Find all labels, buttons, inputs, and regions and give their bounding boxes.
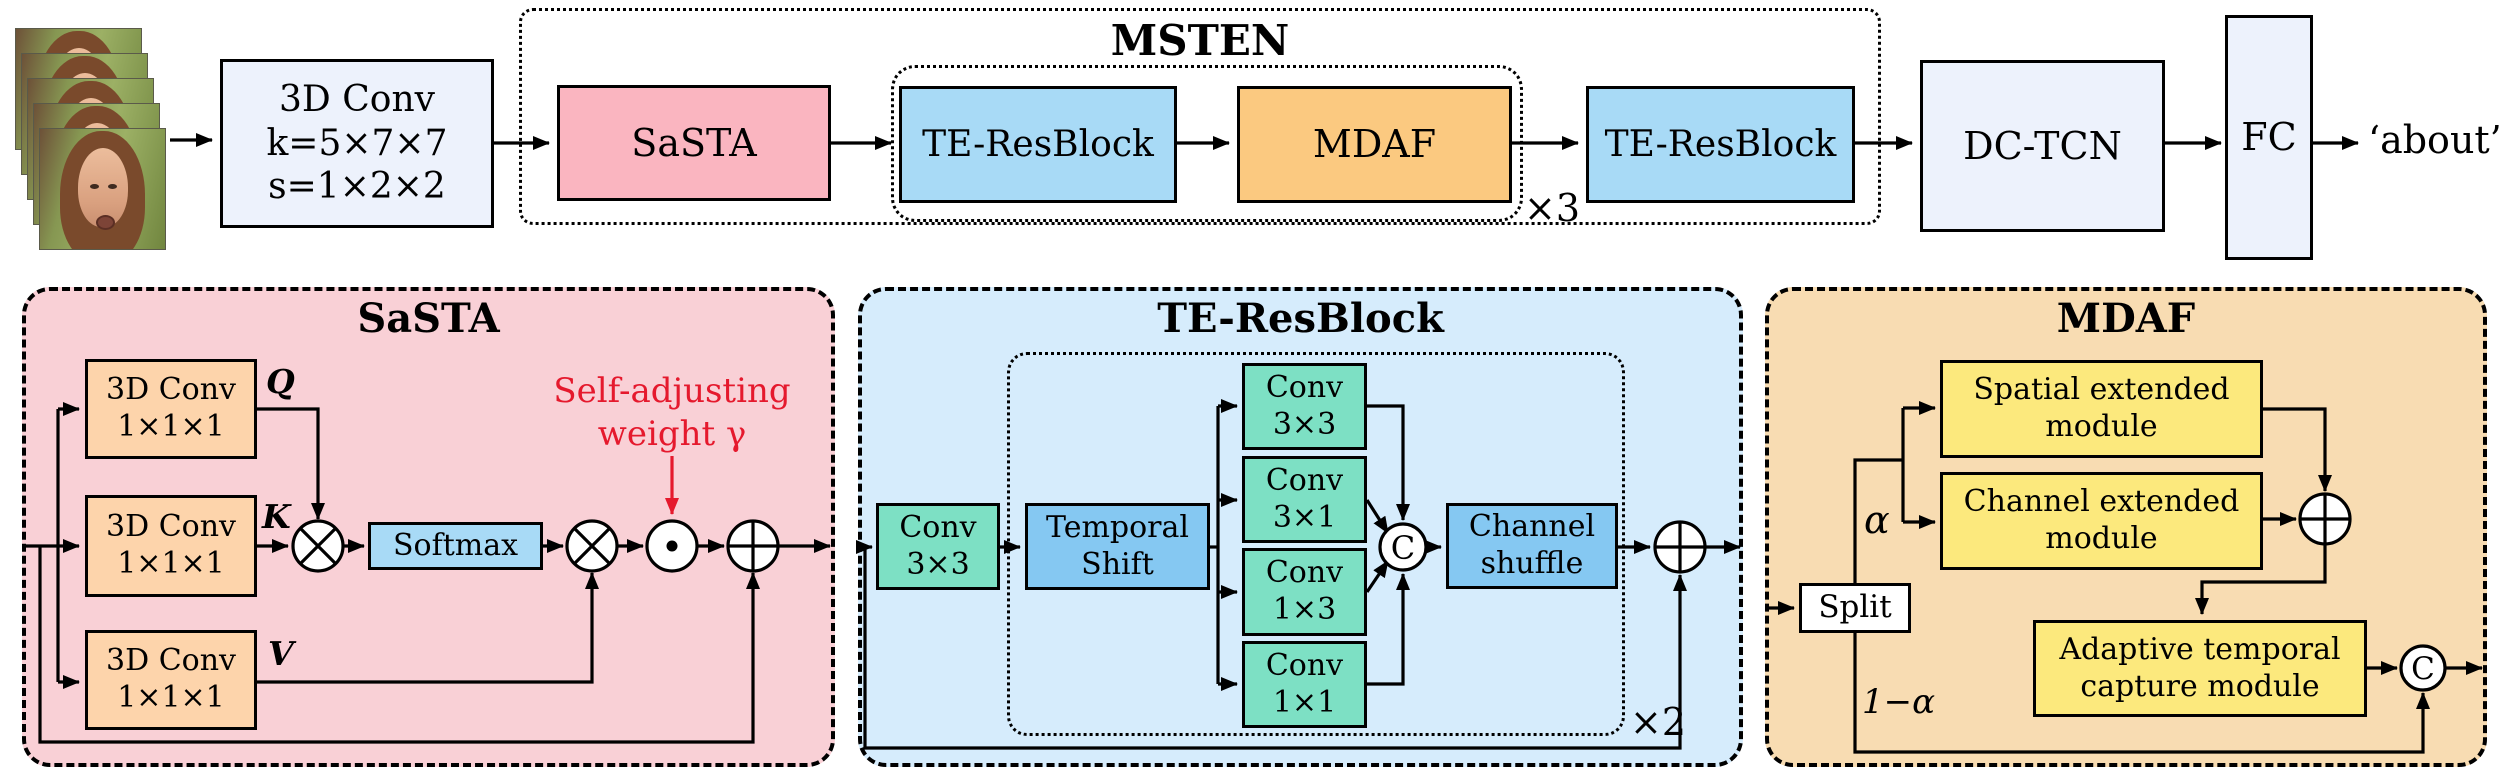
branch-conv-1x1-box: Conv 1×1: [1242, 641, 1367, 728]
conv3d-box: 3D Conv k=5×7×7 s=1×2×2: [220, 59, 494, 228]
fc-box: FC: [2225, 15, 2313, 260]
conv3d-line3: s=1×2×2: [268, 166, 446, 208]
branch-conv-3x1-box: Conv 3×1: [1242, 456, 1367, 543]
conv-q-line2: 1×1×1: [117, 409, 225, 444]
conv-q-box: 3D Conv 1×1×1: [85, 359, 257, 459]
conv33-line1: Conv: [899, 509, 977, 545]
q-label: Q: [266, 362, 295, 401]
temporal-shift-box: Temporal Shift: [1025, 503, 1210, 590]
cshuffle-line2: shuffle: [1480, 546, 1584, 581]
sasta-panel-title: SaSTA: [357, 295, 500, 342]
dc-tcn-label: DC-TCN: [1963, 123, 2122, 168]
branch-conv-line1: Conv: [1265, 555, 1344, 591]
conv33-line2: 3×3: [906, 546, 970, 582]
one-minus-alpha-label: 1−α: [1862, 682, 1936, 722]
branch-conv-line1: Conv: [1265, 369, 1344, 405]
conv-k-line1: 3D Conv: [106, 509, 236, 545]
conv-k-box: 3D Conv 1×1×1: [85, 495, 257, 597]
msten-title: MSTEN: [1110, 16, 1290, 65]
face-shape: [77, 148, 128, 228]
spatial-line1: Spatial extended: [1973, 372, 2230, 408]
te-resblock1-label: TE-ResBlock: [922, 123, 1154, 165]
spatial-extended-module-box: Spatial extended module: [1940, 360, 2263, 458]
branch-conv-1x3-box: Conv 1×3: [1242, 548, 1367, 636]
softmax-label: Softmax: [392, 527, 519, 563]
adaptive-line1: Adaptive temporal: [2059, 631, 2341, 667]
branch-conv-3x3-box: Conv 3×3: [1242, 363, 1367, 450]
branch-conv-line2: 1×1: [1272, 684, 1337, 720]
mdaf-box: MDAF: [1237, 86, 1512, 203]
repeat-x3-label: ×3: [1524, 186, 1581, 230]
self-adjusting-annotation: Self-adjusting weight γ: [505, 370, 839, 455]
softmax-box: Softmax: [368, 522, 543, 570]
conv-v-line1: 3D Conv: [106, 643, 236, 679]
k-label: K: [262, 497, 291, 536]
te-resblock2-box: TE-ResBlock: [1586, 86, 1855, 203]
te-resblock1-box: TE-ResBlock: [899, 86, 1177, 203]
video-frame-front: [39, 128, 166, 250]
channel-line1: Channel extended: [1963, 484, 2240, 520]
branch-conv-line1: Conv: [1265, 462, 1344, 498]
branch-conv-line2: 3×3: [1272, 406, 1337, 442]
sasta-box: SaSTA: [557, 85, 831, 201]
channel-extended-module-box: Channel extended module: [1940, 472, 2263, 570]
conv33-box: Conv 3×3: [876, 503, 1000, 590]
annotation-line2: weight γ: [597, 413, 747, 454]
channel-line2: module: [2045, 521, 2158, 556]
mouth-shape: [96, 215, 115, 230]
eye-shape: [90, 184, 99, 189]
dc-tcn-box: DC-TCN: [1920, 60, 2165, 232]
adaptive-line2: capture module: [2080, 668, 2320, 704]
tshift-line1: Temporal: [1046, 509, 1189, 545]
alpha-label: α: [1864, 498, 1890, 542]
conv-k-line2: 1×1×1: [117, 546, 225, 581]
branch-conv-line1: Conv: [1265, 647, 1344, 683]
annotation-line1: Self-adjusting: [553, 371, 791, 411]
msten-group-box: [519, 8, 1881, 225]
split-label: Split: [1818, 589, 1892, 626]
repeat-x2-label: ×2: [1630, 700, 1687, 744]
output-word-label: ‘about’: [2368, 118, 2502, 162]
conv-q-line1: 3D Conv: [106, 372, 236, 408]
branch-conv-line2: 3×1: [1272, 499, 1337, 535]
conv-v-line2: 1×1×1: [117, 680, 225, 715]
te-panel-title: TE-ResBlock: [1157, 295, 1444, 342]
mdaf-box-label: MDAF: [1312, 122, 1437, 167]
adaptive-temporal-capture-module-box: Adaptive temporal capture module: [2033, 620, 2367, 717]
conv-v-box: 3D Conv 1×1×1: [85, 630, 257, 730]
branch-conv-line2: 1×3: [1272, 592, 1337, 627]
v-label: V: [268, 634, 294, 673]
split-box: Split: [1799, 583, 1911, 633]
eye-shape: [108, 184, 117, 189]
channel-shuffle-box: Channel shuffle: [1446, 503, 1618, 589]
conv3d-line2: k=5×7×7: [266, 122, 448, 164]
cshuffle-line1: Channel: [1468, 509, 1596, 545]
conv3d-line1: 3D Conv: [279, 78, 435, 120]
fc-label: FC: [2241, 115, 2297, 160]
te-resblock2-label: TE-ResBlock: [1604, 123, 1837, 165]
mdaf-panel-title: MDAF: [2056, 295, 2196, 342]
tshift-line2: Shift: [1081, 546, 1154, 582]
sasta-box-label: SaSTA: [631, 120, 757, 165]
spatial-line2: module: [2045, 409, 2158, 444]
